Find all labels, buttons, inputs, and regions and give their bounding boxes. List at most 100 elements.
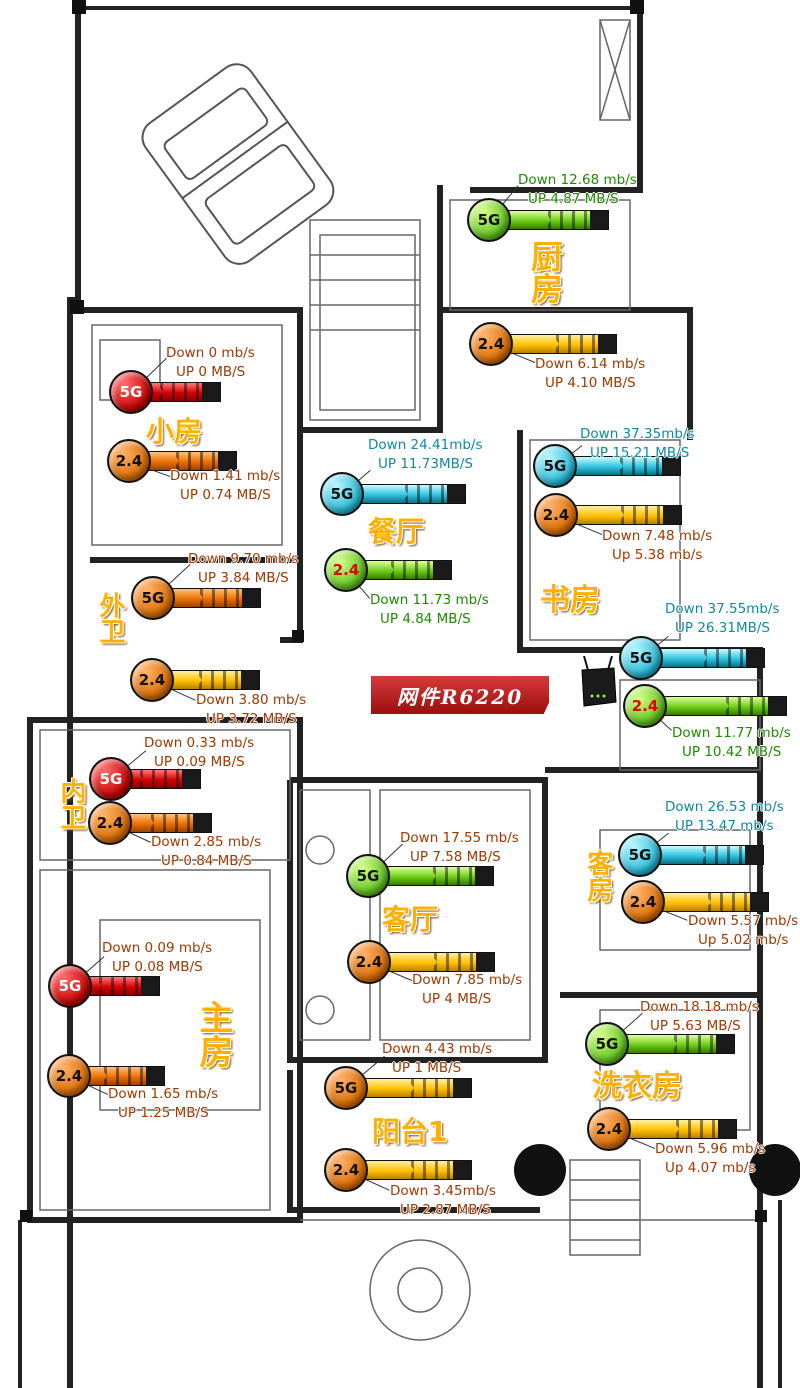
signal-bar <box>139 382 221 402</box>
bar-tail <box>453 1161 471 1179</box>
download-speed: Down 0.09 mb/s <box>102 940 213 956</box>
bar-tail <box>598 335 616 353</box>
upload-speed: UP 0 MB/S <box>176 364 246 380</box>
download-speed: Down 7.85 mb/s <box>412 972 523 988</box>
band-5g-badge: 5G <box>324 1066 368 1110</box>
bar-tail <box>745 846 763 864</box>
upload-speed: UP 0.84 MB/S <box>161 853 252 869</box>
chevron-arrows-icon <box>429 867 489 885</box>
band-24-badge: 2.4 <box>621 880 665 924</box>
signal-bar <box>564 505 682 525</box>
signal-bar <box>499 334 617 354</box>
bar-tail <box>750 893 768 911</box>
download-speed: Down 5.57 mb/s <box>688 913 799 929</box>
upload-speed: UP 4 MB/S <box>422 991 492 1007</box>
bar-tail <box>447 485 465 503</box>
download-speed: Down 3.45mb/s <box>390 1183 496 1199</box>
bar-tail <box>433 561 451 579</box>
band-24-badge: 2.4 <box>130 658 174 702</box>
chevron-arrows-icon <box>407 1161 467 1179</box>
upload-speed: UP 10.42 MB/S <box>682 744 782 760</box>
upload-speed: UP 13.47 mb/s <box>675 818 774 834</box>
upload-speed: UP 5.63 MB/S <box>650 1018 741 1034</box>
band-24-badge: 2.4 <box>347 940 391 984</box>
room-label: 客房 <box>583 850 613 902</box>
upload-speed: UP 3.72 MB/S <box>206 711 297 727</box>
upload-speed: UP 15.21 MB/S <box>590 445 690 461</box>
band-24-badge: 2.4 <box>88 801 132 845</box>
band-5g-badge: 5G <box>619 636 663 680</box>
upload-speed: UP 1 MB/S <box>392 1060 462 1076</box>
router-icon <box>581 656 617 707</box>
chevron-arrows-icon <box>147 814 207 832</box>
room-label: 书房 <box>540 583 600 618</box>
band-5g-badge: 5G <box>467 198 511 242</box>
room-label: 洗衣房 <box>592 1069 682 1104</box>
band-24-badge: 2.4 <box>534 493 578 537</box>
bar-tail <box>453 1079 471 1097</box>
band-5g-badge: 5G <box>109 370 153 414</box>
chevron-arrows-icon <box>136 770 196 788</box>
download-speed: Down 2.85 mb/s <box>151 834 262 850</box>
signal-bar <box>118 813 212 833</box>
room-label: 阳台1 <box>372 1115 448 1148</box>
download-speed: Down 37.55mb/s <box>665 601 780 617</box>
signal-bar <box>161 588 261 608</box>
download-speed: Down 3.80 mb/s <box>196 692 307 708</box>
download-speed: Down 1.41 mb/s <box>170 468 281 484</box>
room-label: 主房 <box>193 1000 233 1068</box>
chevron-arrows-icon <box>196 589 256 607</box>
bar-tail <box>202 383 220 401</box>
upload-speed: UP 7.58 MB/S <box>410 849 501 865</box>
band-24-badge: 2.4 <box>324 548 368 592</box>
bar-tail <box>475 867 493 885</box>
chevron-arrows-icon <box>616 457 676 475</box>
router-label: 网件R6220 <box>371 676 549 714</box>
signal-bar <box>78 976 160 996</box>
bar-tail <box>182 770 200 788</box>
chevron-arrows-icon <box>100 1067 160 1085</box>
upload-speed: UP 2.87 MB/S <box>400 1202 491 1218</box>
band-5g-badge: 5G <box>346 854 390 898</box>
chevron-arrows-icon <box>672 1120 732 1138</box>
download-speed: Down 17.55 mb/s <box>400 830 519 846</box>
download-speed: Down 11.73 mb/s <box>370 592 489 608</box>
chevron-arrows-icon <box>387 561 447 579</box>
bar-tail <box>242 589 260 607</box>
download-speed: Down 4.43 mb/s <box>382 1041 493 1057</box>
band-5g-badge: 5G <box>131 576 175 620</box>
upload-speed: UP 26.31MB/S <box>675 620 770 636</box>
signal-bar <box>119 769 201 789</box>
signal-bar <box>653 696 787 716</box>
signal-bar <box>617 1119 737 1139</box>
download-speed: Down 26.53 mb/s <box>665 799 784 815</box>
band-24-badge: 2.4 <box>587 1107 631 1151</box>
band-24-badge: 2.4 <box>623 684 667 728</box>
bar-tail <box>590 211 608 229</box>
bar-tail <box>768 697 786 715</box>
room-label: 小房 <box>146 415 203 448</box>
upload-speed: UP 11.73MB/S <box>378 456 473 472</box>
chevron-arrows-icon <box>699 846 759 864</box>
chevron-arrows-icon <box>156 383 216 401</box>
signal-bar <box>377 952 495 972</box>
bar-tail <box>241 671 259 689</box>
download-speed: Down 0 mb/s <box>166 345 255 361</box>
band-24-badge: 2.4 <box>107 439 151 483</box>
band-5g-badge: 5G <box>585 1022 629 1066</box>
signal-bar <box>350 484 466 504</box>
download-speed: Down 18.18 mb/s <box>640 999 759 1015</box>
signal-bar <box>649 648 765 668</box>
signal-bar <box>354 560 452 580</box>
download-speed: Down 37.35mb/s <box>580 426 695 442</box>
signal-bar <box>376 866 494 886</box>
room-label: 外卫 <box>95 592 125 644</box>
chevron-arrows-icon <box>195 671 255 689</box>
download-speed: Down 0.33 mb/s <box>144 735 255 751</box>
band-5g-badge: 5G <box>48 964 92 1008</box>
chevron-arrows-icon <box>700 649 760 667</box>
band-5g-badge: 5G <box>320 472 364 516</box>
signal-bar <box>648 845 764 865</box>
download-speed: Down 11.77 mb/s <box>672 725 791 741</box>
band-5g-badge: 5G <box>533 444 577 488</box>
